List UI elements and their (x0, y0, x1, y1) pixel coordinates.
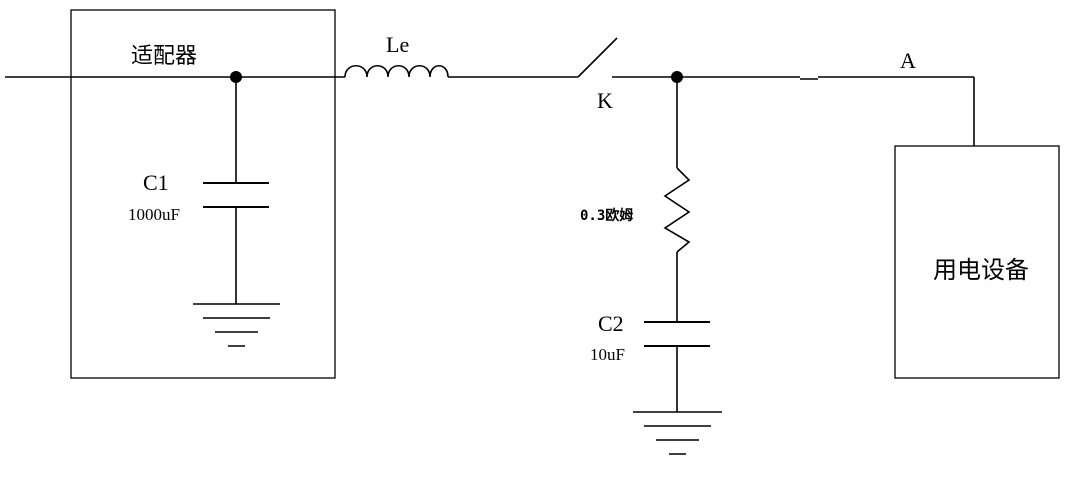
c1-name: C1 (143, 170, 169, 195)
c2-value: 10uF (590, 345, 625, 364)
c1-value: 1000uF (128, 205, 180, 224)
resistor-zigzag (663, 167, 691, 253)
device-label: 用电设备 (933, 256, 1029, 284)
c2-name: C2 (598, 311, 624, 336)
switch-k (577, 37, 618, 78)
inductor-label: Le (386, 32, 409, 57)
ground-symbol-c1 (193, 303, 280, 347)
inductor-le (344, 64, 449, 78)
resistor-label: 0.3欧姆 (580, 207, 633, 224)
adapter-box (70, 9, 336, 379)
adapter-label: 适配器 (131, 44, 197, 69)
device-box (894, 145, 1060, 379)
node-a-label: A (900, 48, 916, 73)
switch-label: K (597, 88, 613, 113)
ground-symbol-c2 (633, 411, 722, 455)
